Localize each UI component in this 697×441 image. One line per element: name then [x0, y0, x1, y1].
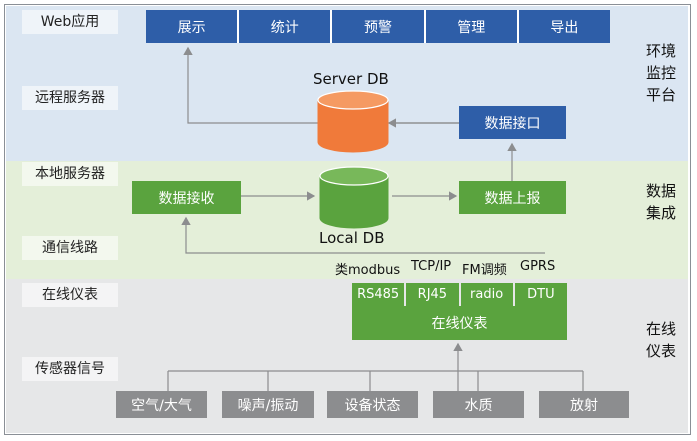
sidebar-integration: 数据集成 [645, 182, 676, 222]
protocol-modbus: 类modbus [335, 263, 401, 278]
sidebar-platform: 环境监控平台 [645, 42, 676, 104]
protocol-fm: FM调频 [462, 263, 507, 278]
iface-radio: radio [461, 283, 515, 306]
nav-manage[interactable]: 管理 [426, 10, 519, 43]
data-upload-box: 数据上报 [459, 181, 566, 214]
local-db-label: Local DB [319, 229, 385, 247]
iface-rs485: RS485 [352, 283, 407, 306]
sensor-air: 空气/大气 [116, 391, 207, 418]
interface-row: RS485 RJ45 radio DTU [352, 283, 567, 306]
sensor-noise: 噪声/振动 [222, 391, 314, 418]
label-online-meter: 在线仪表 [22, 283, 118, 307]
sidebar-online: 在线仪表 [645, 320, 676, 360]
iface-dtu: DTU [527, 287, 555, 302]
server-db-icon [317, 90, 389, 153]
label-sensor-signal: 传感器信号 [22, 357, 118, 381]
online-meter-box: 在线仪表 [352, 306, 567, 340]
server-db-label: Server DB [313, 70, 389, 88]
label-comm-line: 通信线路 [22, 236, 118, 260]
local-db-icon [319, 166, 389, 229]
sensor-water: 水质 [433, 391, 524, 418]
label-local-server: 本地服务器 [22, 162, 118, 186]
nav-statistics[interactable]: 统计 [239, 10, 333, 43]
label-remote-server: 远程服务器 [22, 86, 118, 110]
web-app-menu: 展示 统计 预警 管理 导出 [146, 10, 610, 43]
label-web-app: Web应用 [22, 10, 118, 34]
protocol-gprs: GPRS [520, 259, 556, 274]
iface-rj45: RJ45 [406, 283, 461, 306]
sensor-radiation: 放射 [539, 391, 629, 418]
sensor-equipment: 设备状态 [327, 391, 418, 418]
nav-alert[interactable]: 预警 [332, 10, 426, 43]
comm-to-receive-arrow [181, 216, 545, 254]
diagram-frame [4, 4, 691, 435]
nav-export[interactable]: 导出 [550, 19, 579, 36]
data-interface-box: 数据接口 [459, 106, 566, 139]
protocol-tcpip: TCP/IP [411, 259, 452, 274]
data-receive-box: 数据接收 [132, 181, 241, 214]
nav-display[interactable]: 展示 [146, 10, 240, 43]
